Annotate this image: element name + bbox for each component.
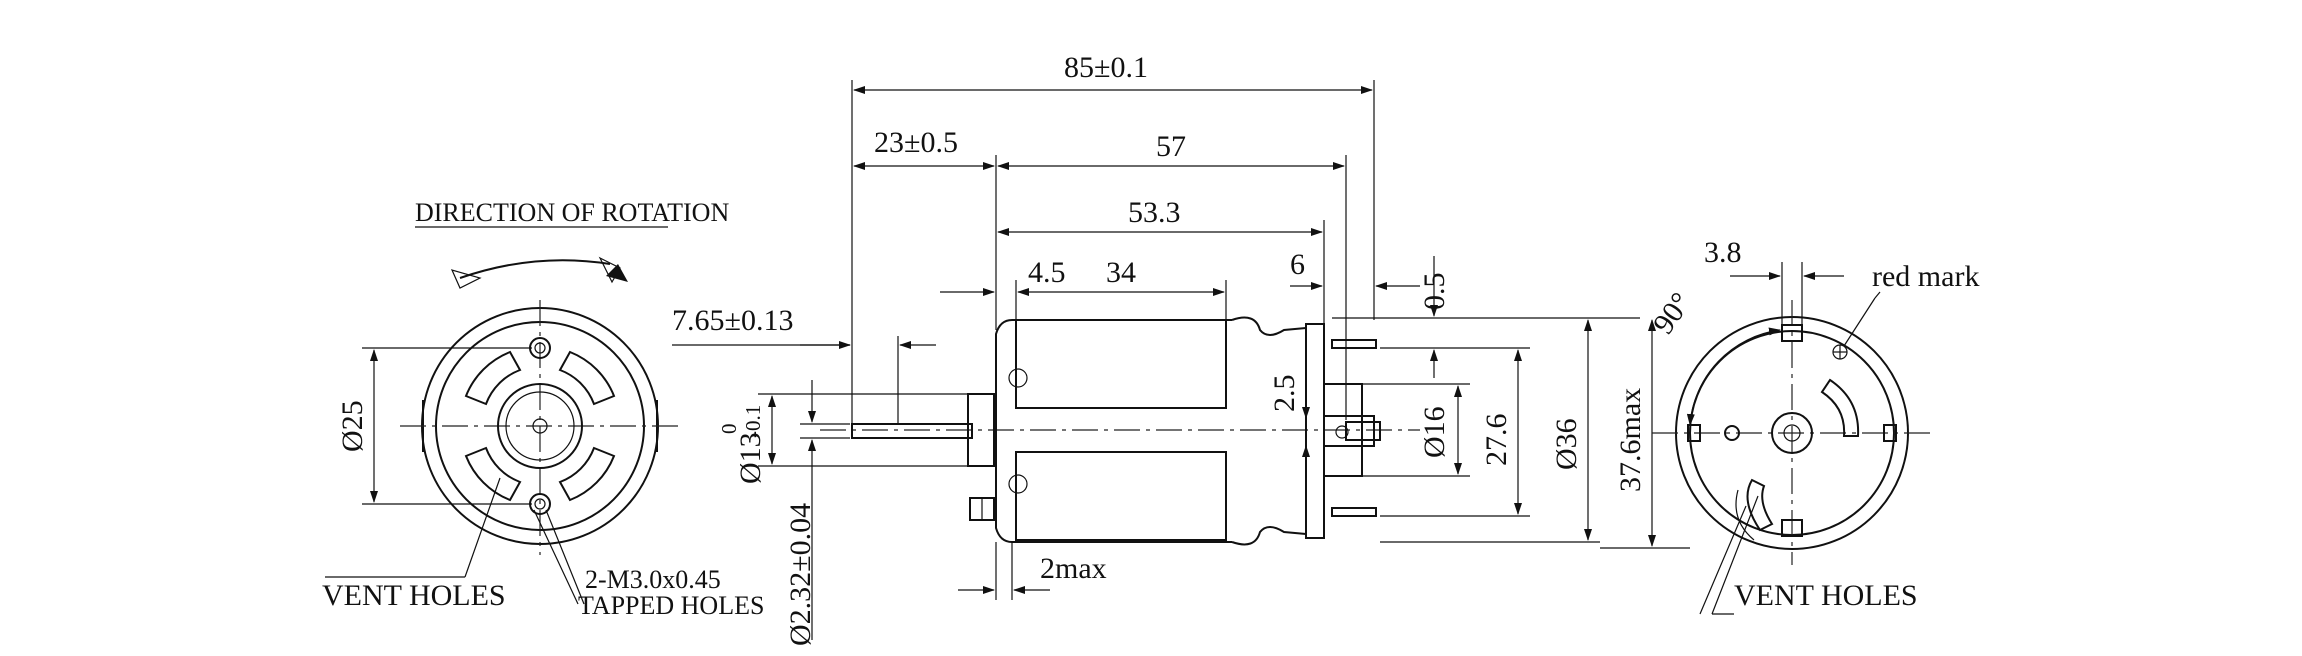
direction-label: DIRECTION OF ROTATION (415, 198, 729, 227)
tapped-holes-label: TAPPED HOLES (578, 591, 764, 620)
vent-holes-left-label: VENT HOLES (322, 579, 506, 612)
dim-37-6max: 37.6max (1614, 388, 1647, 492)
dim-53-3: 53.3 (1128, 196, 1181, 229)
dim-diameter-36: Ø36 (1550, 418, 1583, 470)
vent-holes-right-label: VENT HOLES (1734, 579, 1918, 612)
dim-4-5: 4.5 (1028, 256, 1066, 289)
dim-85: 85±0.1 (1064, 51, 1148, 84)
red-mark-label: red mark (1872, 260, 1979, 293)
dim-0-5: 0.5 (1418, 273, 1451, 311)
dim-2max: 2max (1040, 552, 1107, 585)
dim-diameter-13-lower-tol: -0.1 (741, 405, 765, 438)
left-end-view: DIRECTION OF ROTATION (322, 198, 764, 620)
dim-diameter-16: Ø16 (1418, 406, 1451, 458)
dim-diameter-13-upper-tol: 0 (717, 424, 741, 435)
dim-57: 57 (1156, 130, 1186, 163)
dim-2-5: 2.5 (1268, 375, 1301, 413)
dim-23: 23±0.5 (874, 126, 958, 159)
dim-3-8: 3.8 (1704, 236, 1742, 269)
dim-27-6: 27.6 (1480, 414, 1513, 467)
dim-7-65: 7.65±0.13 (672, 304, 793, 337)
dim-34: 34 (1106, 256, 1136, 289)
dim-diameter-13: Ø13 (734, 432, 767, 484)
dim-diameter-25: Ø25 (336, 400, 369, 452)
dim-diameter-2-32: Ø2.32±0.04 (784, 503, 817, 646)
side-view: 85±0.1 23±0.5 57 53.3 4.5 34 6 0.5 7.65±… (672, 51, 1690, 646)
tapped-holes-spec: 2-M3.0x0.45 (585, 565, 721, 594)
right-end-view: red mark 3.8 90° VENT HOLES (1647, 236, 1979, 615)
dim-6: 6 (1290, 248, 1305, 281)
dim-90-deg: 90° (1647, 287, 1698, 340)
